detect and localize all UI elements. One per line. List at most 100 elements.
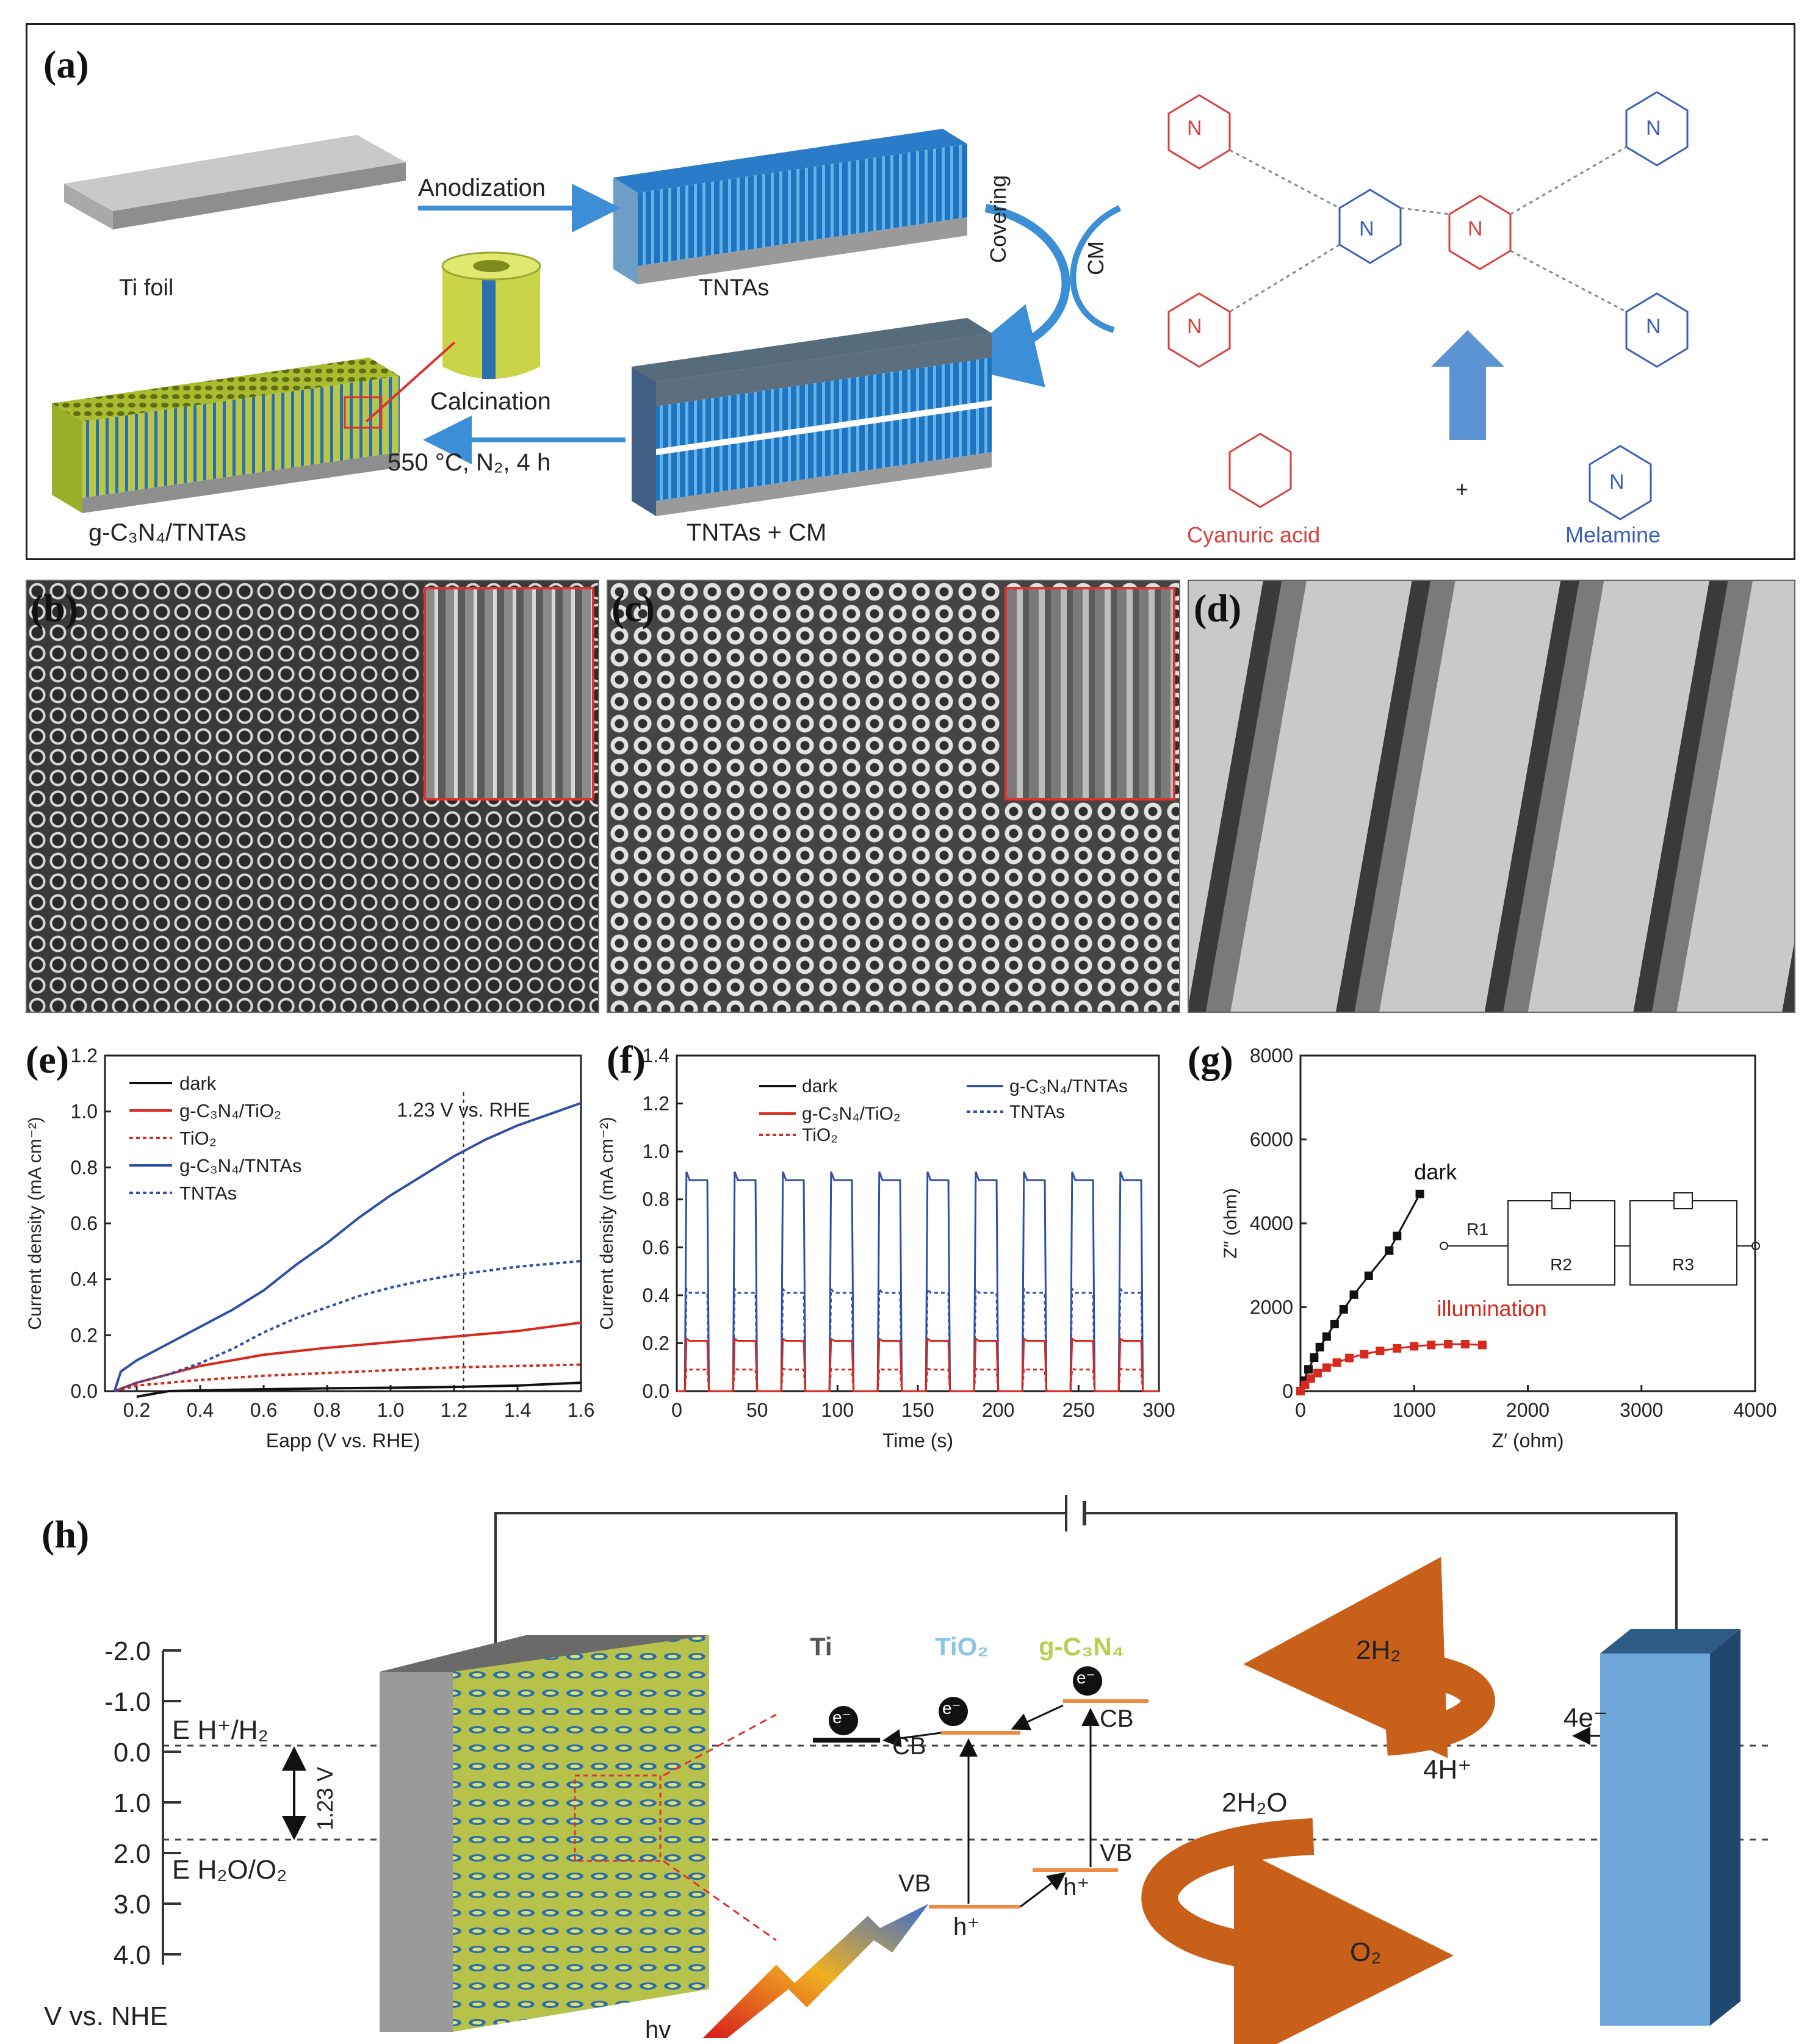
x-axis-label: Z′ (ohm): [1492, 1430, 1564, 1452]
plot-frame: [1299, 1054, 1756, 1392]
series-line: [113, 1102, 582, 1392]
panel-b-label: (b): [31, 586, 79, 630]
data-point: [1339, 1304, 1348, 1314]
x-tick-label: 250: [1062, 1399, 1095, 1421]
svg-text:N: N: [1187, 315, 1202, 338]
photoelectrode-block: [380, 1635, 709, 2032]
label-tntas: TNTAs: [699, 275, 770, 301]
x-tick-label: 0.2: [123, 1399, 150, 1421]
x-tick-label: 100: [821, 1399, 854, 1421]
hydrogen-bond-network: [1167, 91, 1689, 520]
y-tick-label: 1.0: [71, 1101, 98, 1123]
x-tick-label: 2000: [1506, 1399, 1549, 1421]
panel-d-label: (d): [1194, 586, 1242, 630]
panel-a: (a): [26, 23, 1795, 560]
label-e-o: E H₂O/O₂: [172, 1855, 287, 1885]
svg-text:N: N: [1468, 217, 1483, 240]
legend-label: TiO₂: [802, 1125, 838, 1145]
x-tick-label: 300: [1142, 1399, 1175, 1421]
light-bolt-icon: [703, 1904, 929, 2038]
y-tick-label: 0.8: [71, 1156, 98, 1178]
circuit-cpe-1: [1551, 1192, 1571, 1209]
y-tick-label: 4000: [1250, 1212, 1293, 1234]
panel-b-inset: [424, 587, 594, 801]
y-tick-label: 0.6: [643, 1236, 669, 1258]
up-arrow-icon: [1431, 330, 1504, 440]
label-tio2: TiO₂: [935, 1632, 989, 1661]
e-label-2: e⁻: [942, 1699, 961, 1718]
data-point: [1330, 1320, 1339, 1328]
y-tick-label: 0.2: [643, 1332, 669, 1354]
label-gcn: g-C₃N₄: [1039, 1632, 1124, 1661]
label-ti-foil: Ti foil: [119, 275, 174, 301]
series-line: [136, 1381, 582, 1398]
panel-h-diagram: -2.0-1.00.01.02.03.04.0: [104, 1495, 1771, 2044]
data-point: [1444, 1340, 1453, 1348]
data-point: [1393, 1344, 1402, 1353]
svg-text:N: N: [1359, 217, 1374, 240]
series-label: illumination: [1437, 1296, 1547, 1321]
y-tick-label: 0.4: [71, 1269, 98, 1290]
data-point: [1393, 1231, 1402, 1240]
panel-c-sem: (c): [607, 580, 1180, 1013]
data-point: [1410, 1342, 1419, 1351]
x-tick-label: 4000: [1733, 1399, 1777, 1421]
single-nanotube: [441, 251, 541, 379]
annotation-label: 1.23 V vs. RHE: [397, 1099, 530, 1121]
energy-tick-label: 2.0: [114, 1839, 151, 1869]
y-tick-label: 6000: [1250, 1129, 1293, 1151]
legend-label: g-C₃N₄/TiO₂: [802, 1104, 901, 1124]
legend-label: TNTAs: [1009, 1102, 1065, 1122]
label-tntas-cm: TNTAs + CM: [687, 519, 827, 546]
y-axis-label: Z″ (ohm): [1221, 1188, 1241, 1259]
circuit-label-r1: R1: [1466, 1220, 1488, 1239]
legend-label: dark: [802, 1076, 838, 1096]
data-point: [1306, 1374, 1315, 1383]
legend-label: TNTAs: [179, 1182, 237, 1204]
data-point: [1415, 1189, 1424, 1198]
y-tick-label: 1.4: [643, 1045, 669, 1067]
label-gcn-tntas: g-C₃N₄/TNTAs: [88, 519, 247, 546]
y-axis-label: Current density (mA cm⁻²): [597, 1117, 617, 1330]
x-tick-label: 0.6: [250, 1399, 277, 1421]
energy-tick-label: -2.0: [104, 1636, 151, 1666]
x-tick-label: 0: [671, 1399, 682, 1421]
counter-electrode: [1600, 1629, 1740, 2026]
vb-tio2-label: VB: [898, 1870, 931, 1897]
label-gap: 1.23 V: [312, 1766, 337, 1830]
panel-e-label: (e): [26, 1038, 70, 1081]
svg-text:N: N: [1187, 117, 1202, 140]
energy-tick-label: 1.0: [114, 1788, 151, 1818]
data-point: [1315, 1342, 1324, 1351]
label-anodization: Anodization: [418, 175, 546, 201]
circuit-label-r2: R2: [1550, 1255, 1572, 1274]
label-4e-minus: 4e⁻: [1564, 1703, 1608, 1733]
data-point: [1345, 1353, 1354, 1362]
x-tick-label: 200: [982, 1399, 1014, 1421]
ti-foil-slab: [64, 135, 406, 229]
x-tick-label: 0.4: [187, 1399, 214, 1421]
data-point: [1364, 1271, 1373, 1280]
data-point: [1461, 1340, 1470, 1348]
x-tick-label: 1.0: [377, 1399, 404, 1421]
data-point: [1376, 1347, 1385, 1355]
y-tick-label: 0.0: [71, 1380, 98, 1402]
x-tick-label: 3000: [1620, 1399, 1663, 1421]
data-point: [1310, 1353, 1319, 1362]
panel-a-label: (a): [43, 43, 89, 86]
legend-label: g-C₃N₄/TNTAs: [1009, 1076, 1128, 1096]
circuit-node: [1751, 1242, 1760, 1250]
y-tick-label: 0.8: [643, 1189, 669, 1211]
circuit-node: [1440, 1242, 1448, 1250]
tntas-cm-block: [632, 318, 992, 516]
x-tick-label: 1.4: [504, 1399, 531, 1421]
panel-d-tem: (d): [1188, 580, 1795, 1013]
label-o2: O₂: [1350, 1937, 1382, 1967]
vb-gcn-label: VB: [1100, 1840, 1133, 1866]
x-axis-label: Time (s): [882, 1430, 953, 1452]
x-tick-label: 1.6: [568, 1399, 594, 1421]
series-line: [677, 1337, 1159, 1392]
